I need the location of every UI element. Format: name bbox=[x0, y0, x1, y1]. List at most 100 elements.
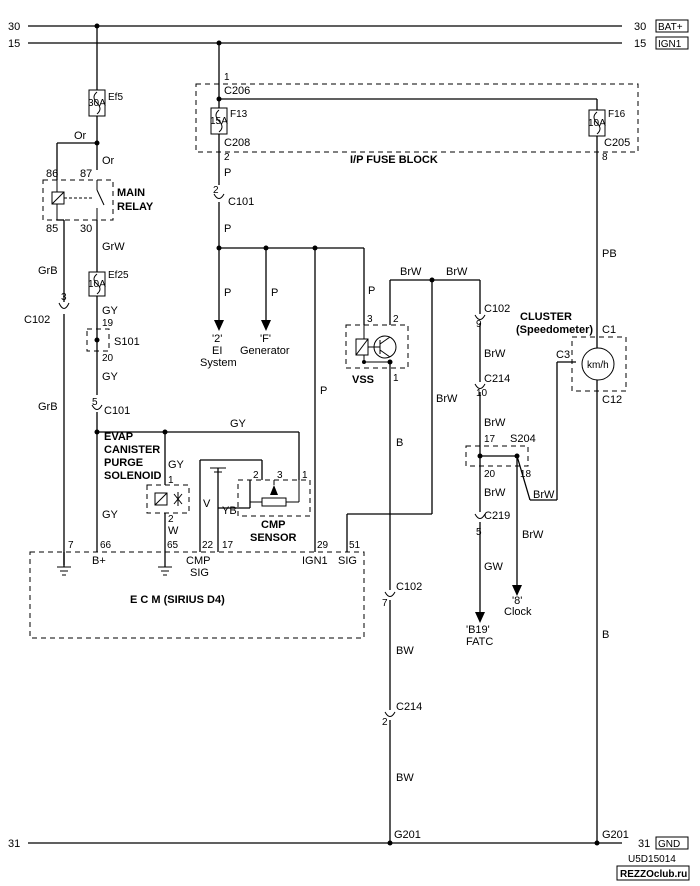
evap-solenoid-coil bbox=[154, 492, 168, 506]
fuse-block-c206-pin: 1 bbox=[224, 72, 230, 83]
fuse-block-c208-pin: 2 bbox=[224, 152, 230, 163]
cluster-c12: C12 bbox=[602, 394, 622, 406]
wire-v: V bbox=[203, 498, 211, 510]
bus-15-tag: IGN1 bbox=[658, 39, 682, 50]
cluster-title: CLUSTER bbox=[520, 311, 572, 323]
evap-label-4: SOLENOID bbox=[104, 470, 162, 482]
bus-30-left-label: 30 bbox=[8, 21, 20, 33]
bus-31-right-label: 31 bbox=[638, 838, 650, 850]
main-relay-title-2: RELAY bbox=[117, 201, 154, 213]
fuse-ef25-name: Ef25 bbox=[108, 270, 129, 281]
connector-c214-mid bbox=[384, 711, 396, 717]
arrow-ei-system bbox=[214, 320, 224, 331]
wire-grw: GrW bbox=[102, 241, 125, 253]
connector-c101-top-pin: 2 bbox=[213, 185, 219, 196]
fuse-f13-rating: 15A bbox=[210, 116, 228, 127]
bus-31-tag: GND bbox=[658, 839, 680, 850]
wire-grb-2: GrB bbox=[38, 401, 58, 413]
wire-gy-4: GY bbox=[168, 459, 185, 471]
fuse-f16-name: F16 bbox=[608, 109, 626, 120]
wire-bw-1: BW bbox=[396, 645, 414, 657]
evap-solenoid-box bbox=[146, 484, 190, 514]
cmp-pin3: 3 bbox=[277, 470, 283, 481]
clock-num: '8' bbox=[512, 595, 522, 607]
cmp-pin2: 2 bbox=[253, 470, 259, 481]
speedometer-gauge bbox=[581, 347, 615, 381]
wire-brw-7: BrW bbox=[522, 529, 544, 541]
cluster-subtitle: (Speedometer) bbox=[516, 324, 593, 336]
gen-num: 'F' bbox=[260, 333, 271, 345]
fuse-f13-name: F13 bbox=[230, 109, 248, 120]
wire-brw-8: BrW bbox=[533, 489, 555, 501]
wire-gy-5: GY bbox=[102, 509, 119, 521]
ecm-title: E C M (SIRIUS D4) bbox=[130, 594, 225, 606]
cmp-label-2: SENSOR bbox=[250, 532, 297, 544]
ecm-pin29: 29 bbox=[317, 540, 329, 551]
evap-label-2: CANISTER bbox=[104, 444, 160, 456]
connector-c101-mid bbox=[91, 404, 103, 410]
bus-31-left-label: 31 bbox=[8, 838, 20, 850]
cmp-label-1: CMP bbox=[261, 519, 285, 531]
wire-brw-4: BrW bbox=[484, 348, 506, 360]
wire-brw-1: BrW bbox=[400, 266, 422, 278]
cluster-c3: C3 bbox=[556, 349, 570, 361]
arrow-generator bbox=[261, 320, 271, 331]
s101-label: S101 bbox=[114, 336, 140, 348]
arrow-fatc bbox=[475, 612, 485, 623]
ground-g201-right: G201 bbox=[602, 829, 629, 841]
ecm-pin51: 51 bbox=[349, 540, 361, 551]
ei-num: '2' bbox=[212, 333, 222, 345]
ground-g201-left: G201 bbox=[394, 829, 421, 841]
ei-label-2: System bbox=[200, 357, 237, 369]
wire-p-6: P bbox=[368, 285, 375, 297]
fuse-ef5-name: Ef5 bbox=[108, 92, 123, 103]
ecm-label-sig1: SIG bbox=[190, 567, 209, 579]
vss-pin1: 1 bbox=[393, 373, 399, 384]
wire-brw-2: BrW bbox=[446, 266, 468, 278]
cmp-resistor bbox=[261, 497, 287, 507]
bus-31-tag-box bbox=[655, 836, 689, 850]
wire-w: W bbox=[168, 525, 179, 537]
wire-or-2: Or bbox=[102, 155, 115, 167]
main-relay-title-1: MAIN bbox=[117, 187, 145, 199]
main-relay-box bbox=[42, 179, 114, 221]
main-relay-pin30: 30 bbox=[80, 223, 92, 235]
connector-c102-right bbox=[474, 314, 486, 320]
fuse-ef5-rating: 30A bbox=[88, 98, 106, 109]
wire-yb: YB bbox=[222, 505, 237, 517]
fuse-f16-rating: 10A bbox=[588, 118, 606, 129]
connector-c214-mid-pin: 2 bbox=[382, 717, 388, 728]
vss-pin2: 2 bbox=[393, 314, 399, 325]
fatc-label: FATC bbox=[466, 636, 493, 648]
connector-c214-right bbox=[474, 383, 486, 389]
wire-brw-6: BrW bbox=[484, 487, 506, 499]
main-relay-pin87: 87 bbox=[80, 168, 92, 180]
ecm-label-ign1: IGN1 bbox=[302, 555, 328, 567]
wire-or-1: Or bbox=[74, 130, 87, 142]
connector-c101-mid-label: C101 bbox=[104, 405, 130, 417]
connector-c101-top-label: C101 bbox=[228, 196, 254, 208]
diagram-code: U5D15014 bbox=[628, 854, 676, 865]
gen-label-1: Generator bbox=[240, 345, 290, 357]
wire-gw: GW bbox=[484, 561, 504, 573]
wire-b-2: B bbox=[602, 629, 609, 641]
splice-s101 bbox=[86, 328, 110, 352]
connector-c102-right-label: C102 bbox=[484, 303, 510, 315]
ecm-pin22: 22 bbox=[202, 540, 214, 551]
ecm-label-bplus: B+ bbox=[92, 555, 106, 567]
vss-box bbox=[345, 324, 409, 369]
cmp-pin1: 1 bbox=[302, 470, 308, 481]
fuse-ef25-rating: 10A bbox=[88, 279, 106, 290]
wire-grb-1: GrB bbox=[38, 265, 58, 277]
ecm-pin17: 17 bbox=[222, 540, 234, 551]
cluster-c1: C1 bbox=[602, 324, 616, 336]
bus-15-left-label: 15 bbox=[8, 38, 20, 50]
connector-c214-right-label: C214 bbox=[484, 373, 510, 385]
bus-30-tag-box bbox=[655, 19, 689, 33]
bus-15-right-label: 15 bbox=[634, 38, 646, 50]
wire-gy-2: GY bbox=[102, 371, 119, 383]
wire-p-2: P bbox=[224, 223, 231, 235]
s101-pin20: 20 bbox=[102, 353, 114, 364]
evap-pin1: 1 bbox=[168, 475, 174, 486]
connector-c219 bbox=[474, 513, 486, 519]
